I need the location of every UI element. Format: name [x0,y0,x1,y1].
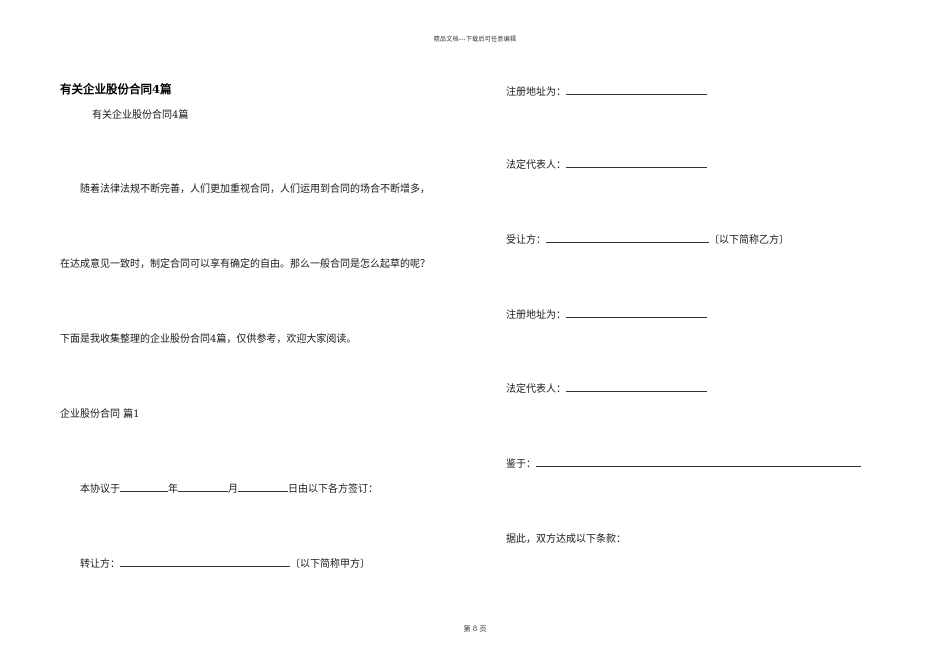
legal-rep-line-2: 法定代表人： [506,380,707,395]
transferee-label: 受让方： [506,235,546,246]
legal-rep-label-2: 法定代表人： [506,384,566,395]
legal-rep-blank-1 [566,158,707,168]
reg-address-blank-2 [566,308,707,318]
document-title: 有关企业股份合同4篇 [60,82,172,96]
whereas-label: 鉴于： [506,459,536,470]
paragraph-3: 下面是我收集整理的企业股份合同4篇，仅供参考，欢迎大家阅读。 [60,334,357,345]
year-blank [120,482,168,492]
page-number: 第 8 页 [463,625,487,633]
whereas-line: 鉴于： [506,455,861,470]
agreement-suffix: 日由以下各方签订： [288,484,378,495]
transferor-blank [120,557,290,567]
agreement-prefix: 本协议于 [80,484,120,495]
whereas-blank [536,457,861,467]
reg-address-label-1: 注册地址为： [506,87,566,98]
day-blank [238,482,288,492]
reg-address-line-1: 注册地址为： [506,83,707,98]
transferor-label: 转让方： [80,559,120,570]
transferor-line: 转让方： 〔以下简称甲方〕 [80,555,370,570]
legal-rep-blank-2 [566,382,707,392]
legal-rep-line-1: 法定代表人： [506,156,707,171]
agreement-year-label: 年 [168,484,178,495]
legal-rep-label-1: 法定代表人： [506,160,566,171]
transferor-note: 〔以下简称甲方〕 [290,559,370,570]
reg-address-label-2: 注册地址为： [506,310,566,321]
page-header: 精品文档---下载后可任意编辑 [433,36,517,43]
paragraph-2: 在达成意见一致时，制定合同可以享有确定的自由。那么一般合同是怎么起草的呢？ [60,259,430,270]
agreement-month-label: 月 [228,484,238,495]
conclusion-text: 据此，双方达成以下条款： [506,534,626,545]
reg-address-line-2: 注册地址为： [506,306,707,321]
transferee-line: 受让方： 〔以下简称乙方〕 [506,231,789,246]
transferee-blank [546,233,709,243]
section-title: 企业股份合同 篇1 [60,409,140,420]
month-blank [178,482,228,492]
agreement-date-line: 本协议于 年 月 日由以下各方签订： [80,480,378,495]
transferee-note: 〔以下简称乙方〕 [709,235,789,246]
reg-address-blank-1 [566,85,707,95]
paragraph-1: 随着法律法规不断完善，人们更加重视合同，人们运用到合同的场合不断增多， [80,184,430,195]
document-subtitle: 有关企业股份合同4篇 [92,110,189,121]
